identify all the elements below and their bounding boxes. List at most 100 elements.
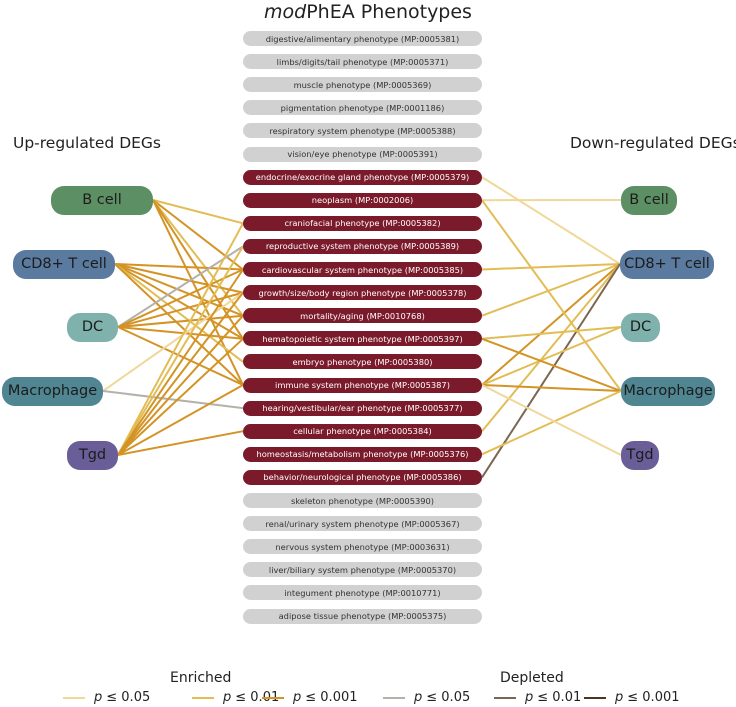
phenotype-reproductive-system-phenotype: reproductive system phenotype (MP:000538… (243, 238, 482, 254)
left-link-cd8-t-cell (114, 263, 244, 363)
right-cell-macrophage: Macrophage (621, 376, 715, 406)
left-link-b-cell (152, 199, 244, 225)
legend-item-e01: p≤ 0.01 (192, 690, 279, 705)
phenotype-nervous-system-phenotype: nervous system phenotype (MP:0003631) (243, 539, 482, 555)
right-cell-tgd: Tgd (621, 440, 659, 470)
left-link-tgd (117, 245, 244, 456)
left-cell-tgd: Tgd (67, 440, 118, 470)
left-link-cd8-t-cell (114, 263, 244, 294)
phenotype-craniofacial-phenotype: craniofacial phenotype (MP:0005382) (243, 215, 482, 231)
legend-threshold: ≤ 0.05 (106, 690, 151, 705)
legend-p-symbol: p (94, 690, 103, 705)
right-link-macrophage (481, 199, 622, 392)
right-link-cd8-t-cell (481, 263, 621, 386)
right-cell-b-cell: B cell (621, 185, 677, 215)
legend-threshold: ≤ 0.001 (627, 690, 680, 705)
legend-p-symbol: p (414, 690, 423, 705)
left-link-dc (117, 314, 244, 328)
phenotype-homeostasis-metabolism-phenotype: homeostasis/metabolism phenotype (MP:000… (243, 446, 482, 462)
left-link-dc (117, 326, 244, 386)
right-link-cd8-t-cell (481, 263, 621, 271)
phenotype-neoplasm: neoplasm (MP:0002006) (243, 192, 482, 208)
title-rest: PhEA Phenotypes (306, 1, 472, 23)
phenotype-renal-urinary-system-phenotype: renal/urinary system phenotype (MP:00053… (243, 516, 482, 532)
left-link-tgd (117, 430, 244, 456)
left-link-dc (117, 326, 244, 340)
phenotype-mortality-aging: mortality/aging (MP:0010768) (243, 308, 482, 324)
legend-swatch (262, 696, 284, 699)
phenotype-integument-phenotype: integument phenotype (MP:0010771) (243, 585, 482, 601)
phenotype-behavior-neurological-phenotype: behavior/neurological phenotype (MP:0005… (243, 469, 482, 485)
left-link-tgd (117, 268, 244, 456)
legend-threshold: ≤ 0.01 (235, 690, 280, 705)
left-link-dc (117, 268, 244, 328)
phenotype-hearing-vestibular-ear-phenotype: hearing/vestibular/ear phenotype (MP:000… (243, 400, 482, 416)
left-link-cd8-t-cell (114, 263, 244, 271)
legend-item-d05: p≤ 0.05 (383, 690, 470, 705)
phenotype-immune-system-phenotype: immune system phenotype (MP:0005387) (243, 377, 482, 393)
phenotype-skeleton-phenotype: skeleton phenotype (MP:0005390) (243, 493, 482, 508)
phenotype-growth-size-body-region-phenotype: growth/size/body region phenotype (MP:00… (243, 285, 482, 301)
phenotype-vision-eye-phenotype: vision/eye phenotype (MP:0005391) (243, 146, 482, 162)
phenotype-liver-biliary-system-phenotype: liver/biliary system phenotype (MP:00053… (243, 562, 482, 578)
phenotype-pigmentation-phenotype: pigmentation phenotype (MP:0001186) (243, 100, 482, 116)
phenotype-cardiovascular-system-phenotype: cardiovascular system phenotype (MP:0005… (243, 262, 482, 277)
left-link-b-cell (152, 199, 244, 340)
legend-item-e001: p≤ 0.001 (262, 690, 358, 705)
right-cell-dc: DC (621, 312, 660, 342)
phenotype-cellular-phenotype: cellular phenotype (MP:0005384) (243, 423, 482, 439)
legend-swatch (494, 696, 516, 699)
left-cell-macrophage: Macrophage (2, 376, 103, 406)
title-italic: mod (264, 1, 307, 23)
legend-enriched-heading: Enriched (170, 670, 232, 686)
left-link-tgd (117, 291, 244, 456)
left-link-macrophage (102, 390, 244, 410)
left-link-tgd (117, 338, 244, 456)
right-link-cd8-t-cell (481, 263, 621, 432)
left-link-b-cell (152, 199, 244, 386)
left-link-tgd (117, 315, 244, 456)
legend-item-d01: p≤ 0.01 (494, 690, 581, 705)
left-column-title: Up-regulated DEGs (13, 134, 162, 152)
right-link-macrophage (481, 390, 622, 456)
phenotype-embryo-phenotype: embryo phenotype (MP:0005380) (243, 354, 482, 370)
left-cell-dc: DC (67, 312, 118, 342)
right-link-cd8-t-cell (481, 176, 621, 265)
legend-item-d001: p≤ 0.001 (584, 690, 680, 705)
right-link-cd8-t-cell (481, 263, 621, 317)
legend-swatch (584, 696, 606, 699)
phenotype-digestive-alimentary-phenotype: digestive/alimentary phenotype (MP:00053… (243, 31, 482, 46)
right-link-cd8-t-cell (481, 263, 621, 478)
right-cell-cd8-t-cell: CD8+ T cell (620, 249, 714, 279)
legend-swatch (192, 696, 214, 699)
phenotype-adipose-tissue-phenotype: adipose tissue phenotype (MP:0005375) (243, 608, 482, 624)
right-link-macrophage (481, 337, 622, 392)
left-link-macrophage (102, 291, 244, 392)
legend-swatch (63, 696, 85, 699)
legend-p-symbol: p (525, 690, 534, 705)
phenotype-muscle-phenotype: muscle phenotype (MP:0005369) (243, 77, 482, 93)
right-link-dc (481, 326, 622, 386)
phenotype-hematopoietic-system-phenotype: hematopoietic system phenotype (MP:00053… (243, 331, 482, 347)
left-link-b-cell (152, 199, 244, 271)
right-link-dc (481, 326, 622, 340)
legend-item-e05: p≤ 0.05 (63, 690, 150, 705)
diagram-title: modPhEA Phenotypes (0, 0, 736, 24)
left-link-tgd (117, 222, 244, 456)
legend-threshold: ≤ 0.001 (305, 690, 358, 705)
phenotype-endocrine-exocrine-gland-phenotype: endocrine/exocrine gland phenotype (MP:0… (243, 169, 482, 185)
left-cell-b-cell: B cell (51, 185, 153, 215)
legend-p-symbol: p (293, 690, 302, 705)
legend-depleted-heading: Depleted (500, 670, 564, 686)
left-cell-cd8-t-cell: CD8+ T cell (13, 249, 115, 279)
phenotype-limbs-digits-tail-phenotype: limbs/digits/tail phenotype (MP:0005371) (243, 54, 482, 70)
right-link-macrophage (481, 384, 622, 392)
legend-threshold: ≤ 0.05 (426, 690, 471, 705)
left-link-dc (117, 291, 244, 328)
legend-p-symbol: p (615, 690, 624, 705)
legend-p-symbol: p (223, 690, 232, 705)
left-link-cd8-t-cell (114, 263, 244, 340)
right-column-title: Down-regulated DEGs (570, 134, 736, 152)
left-link-cd8-t-cell (114, 263, 244, 386)
